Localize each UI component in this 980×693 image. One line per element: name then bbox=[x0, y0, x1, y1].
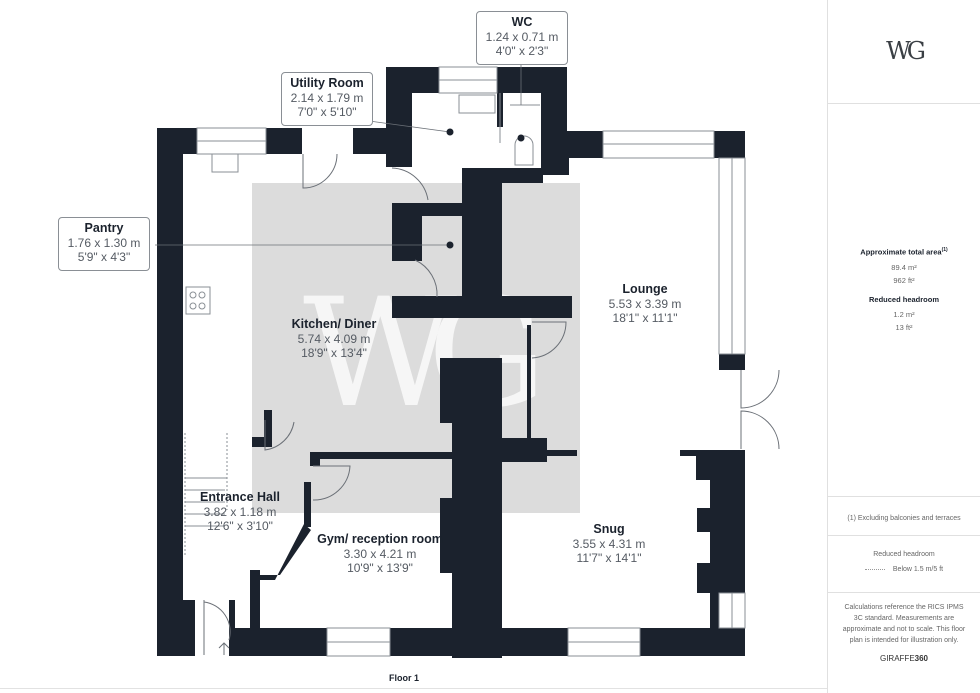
room-imperial: 7'0" x 5'10" bbox=[297, 105, 357, 119]
room-metric: 5.53 x 3.39 m bbox=[608, 297, 682, 311]
room-name: Entrance Hall bbox=[200, 490, 280, 504]
fixtures bbox=[185, 93, 540, 315]
wg-logo: WG bbox=[886, 37, 926, 65]
room-name: Utility Room bbox=[290, 76, 364, 90]
footnote-mark: (1) bbox=[941, 247, 948, 253]
toilet bbox=[514, 135, 534, 166]
room-name: Pantry bbox=[84, 221, 124, 235]
window-mullions bbox=[197, 79, 733, 643]
floor-label: Floor 1 bbox=[389, 673, 420, 683]
room-name: Lounge bbox=[622, 282, 668, 296]
giraffe360-logo: GIRAFFE360 bbox=[828, 654, 980, 663]
brand-light: GIRAFFE bbox=[879, 654, 915, 663]
room-metric: 1.76 x 1.30 m bbox=[67, 236, 141, 250]
reduced-headroom-title: Reduced headroom bbox=[868, 294, 939, 304]
callout-utility-room: Utility Room 2.14 x 1.79 m 7'0" x 5'10" bbox=[281, 72, 373, 126]
disclaimer: Calculations reference the RICS IPMS 3C … bbox=[842, 604, 966, 644]
reduced-headroom-ft2: 13 ft² bbox=[895, 322, 913, 332]
total-area-m2: 89.4 m² bbox=[891, 262, 917, 272]
room-snug: Snug 3.55 x 4.31 m 11'7" x 14'1" bbox=[573, 522, 646, 565]
legend-title: Reduced headroom bbox=[873, 551, 935, 558]
room-imperial: 4'0" x 2'3" bbox=[495, 44, 549, 58]
room-gym-reception: Gym/ reception room 3.30 x 4.21 m 10'9" … bbox=[317, 532, 443, 575]
room-metric: 3.82 x 1.18 m bbox=[203, 505, 277, 519]
room-metric: 5.74 x 4.09 m bbox=[297, 332, 371, 346]
legend-item: Below 1.5 m/5 ft bbox=[828, 564, 980, 575]
divider bbox=[0, 688, 828, 689]
floor-plan: WG bbox=[0, 11, 828, 689]
room-imperial: 18'9" x 13'4" bbox=[301, 346, 367, 360]
disclaimer-section: Calculations reference the RICS IPMS 3C … bbox=[828, 592, 980, 693]
hob bbox=[185, 286, 211, 315]
room-metric: 1.24 x 0.71 m bbox=[485, 30, 559, 44]
callout-wc: WC 1.24 x 0.71 m 4'0" x 2'3" bbox=[476, 11, 568, 65]
footnote: (1) Excluding balconies and terraces bbox=[847, 515, 961, 522]
room-imperial: 5'9" x 4'3" bbox=[77, 250, 131, 264]
room-metric: 3.55 x 4.31 m bbox=[572, 537, 646, 551]
legend-item-label: Below 1.5 m/5 ft bbox=[892, 566, 944, 573]
room-name: Gym/ reception room bbox=[317, 532, 443, 546]
sink bbox=[211, 153, 239, 173]
room-metric: 3.30 x 4.21 m bbox=[343, 547, 417, 561]
sidebar: WG Approximate total area(1) 89.4 m² 962… bbox=[827, 0, 980, 693]
room-imperial: 18'1" x 11'1" bbox=[612, 311, 678, 325]
room-lounge: Lounge 5.53 x 3.39 m 18'1" x 11'1" bbox=[609, 282, 682, 325]
footnote-section: (1) Excluding balconies and terraces bbox=[828, 496, 980, 536]
logo-section: WG bbox=[828, 0, 980, 104]
entrance-arrow-icon bbox=[218, 642, 230, 655]
floor-plan-drawing: WG bbox=[155, 60, 780, 658]
room-imperial: 11'7" x 14'1" bbox=[576, 551, 642, 565]
callout-pantry: Pantry 1.76 x 1.30 m 5'9" x 4'3" bbox=[58, 217, 150, 271]
room-entrance-hall: Entrance Hall 3.82 x 1.18 m 12'6" x 3'10… bbox=[200, 490, 280, 533]
room-name: Snug bbox=[593, 522, 625, 536]
doors bbox=[203, 153, 780, 655]
dotted-line-icon bbox=[864, 568, 885, 570]
area-section: Approximate total area(1) 89.4 m² 962 ft… bbox=[828, 103, 980, 497]
reduced-headroom-m2: 1.2 m² bbox=[893, 309, 915, 319]
room-metric: 2.14 x 1.79 m bbox=[290, 91, 364, 105]
total-area-ft2: 962 ft² bbox=[893, 275, 915, 285]
wc-sink bbox=[458, 94, 496, 114]
room-imperial: 12'6" x 3'10" bbox=[207, 519, 273, 533]
total-area-title: Approximate total area(1) bbox=[828, 247, 980, 257]
room-name: WC bbox=[511, 15, 533, 29]
brand-bold: 360 bbox=[914, 654, 929, 663]
room-name: Kitchen/ Diner bbox=[291, 317, 377, 331]
stairs bbox=[184, 433, 228, 555]
room-imperial: 10'9" x 13'9" bbox=[347, 561, 413, 575]
legend-section: Reduced headroom Below 1.5 m/5 ft bbox=[828, 535, 980, 593]
total-area-label: Approximate total area bbox=[860, 247, 942, 257]
room-kitchen-diner: Kitchen/ Diner 5.74 x 4.09 m 18'9" x 13'… bbox=[292, 317, 377, 360]
